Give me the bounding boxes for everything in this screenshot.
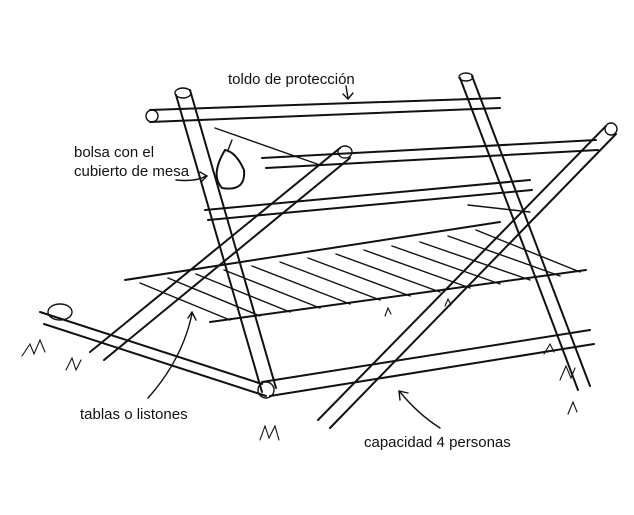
middle-cross-bar [204,179,533,221]
right-diagonal-leg [317,122,618,429]
label-toldo: toldo de protección [228,71,355,88]
bottom-left-beam [39,303,267,397]
tarp-lines [214,127,531,213]
label-tablas: tablas o listones [80,406,188,423]
leader-arrows [147,85,441,429]
label-capacidad: capacidad 4 personas [364,434,511,451]
left-back-upright [174,87,277,393]
table-slats [124,221,587,323]
label-bolsa: bolsa con el cubierto de mesa [74,143,189,181]
label-bolsa-line2: cubierto de mesa [74,163,190,180]
label-bolsa-line1: bolsa con el [74,144,155,161]
bottom-front-beam [257,329,595,399]
upper-cross-bar [261,139,599,169]
left-diagonal-leg [89,145,353,361]
utensil-bag [215,139,246,190]
grass-tufts [21,297,578,441]
top-ridge-pole [145,97,501,123]
